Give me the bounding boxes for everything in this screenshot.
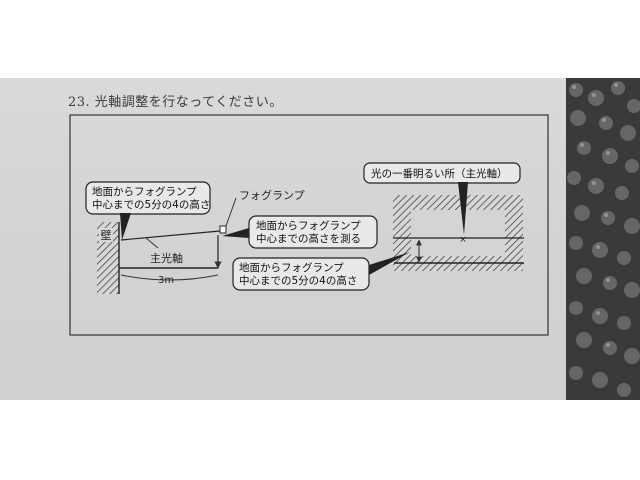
- main-axis-line: [120, 230, 221, 241]
- callout-left-line1: 地面からフォグランプ: [92, 185, 197, 198]
- main-axis-leader: [145, 237, 159, 249]
- callout-right-text: 光の一番明るい所（主光軸）: [371, 167, 508, 180]
- callout-low-pointer: [369, 252, 410, 275]
- callout-low-line1: 地面からフォグランプ: [239, 261, 344, 274]
- callout-mid-line2: 中心までの高さを測る: [256, 232, 361, 245]
- callout-right-box: [363, 162, 521, 184]
- callout-mid-line1: 地面からフォグランプ: [256, 219, 361, 232]
- page-heading: 23. 光軸調整を行なってください。: [68, 95, 283, 110]
- foglamp-label: フォグランプ: [239, 188, 305, 202]
- callout-left-box: [85, 181, 211, 215]
- callout-right-pointer: [458, 182, 468, 235]
- callout-mid-pointer: [222, 228, 249, 238]
- main-axis-label: 主光軸: [150, 251, 183, 265]
- callout-left-pointer: [120, 213, 131, 240]
- distance-bracket: [120, 274, 219, 281]
- target-center-mark: ×: [459, 235, 467, 245]
- distance-label: 3m: [158, 275, 174, 286]
- wall-label-bg: [99, 228, 113, 242]
- foglamp-icon: [219, 225, 227, 234]
- target-bright-area: [411, 210, 505, 256]
- bubble-wrap-background: [566, 78, 640, 400]
- bubble-texture: [567, 81, 640, 397]
- callout-left-line2: 中心までの5分の4の高さ: [92, 198, 210, 211]
- foglamp-leader: [225, 197, 237, 227]
- figure-frame: [69, 114, 549, 336]
- callout-low-line2: 中心までの5分の4の高さ: [239, 274, 357, 287]
- wall-label: 壁: [101, 228, 112, 242]
